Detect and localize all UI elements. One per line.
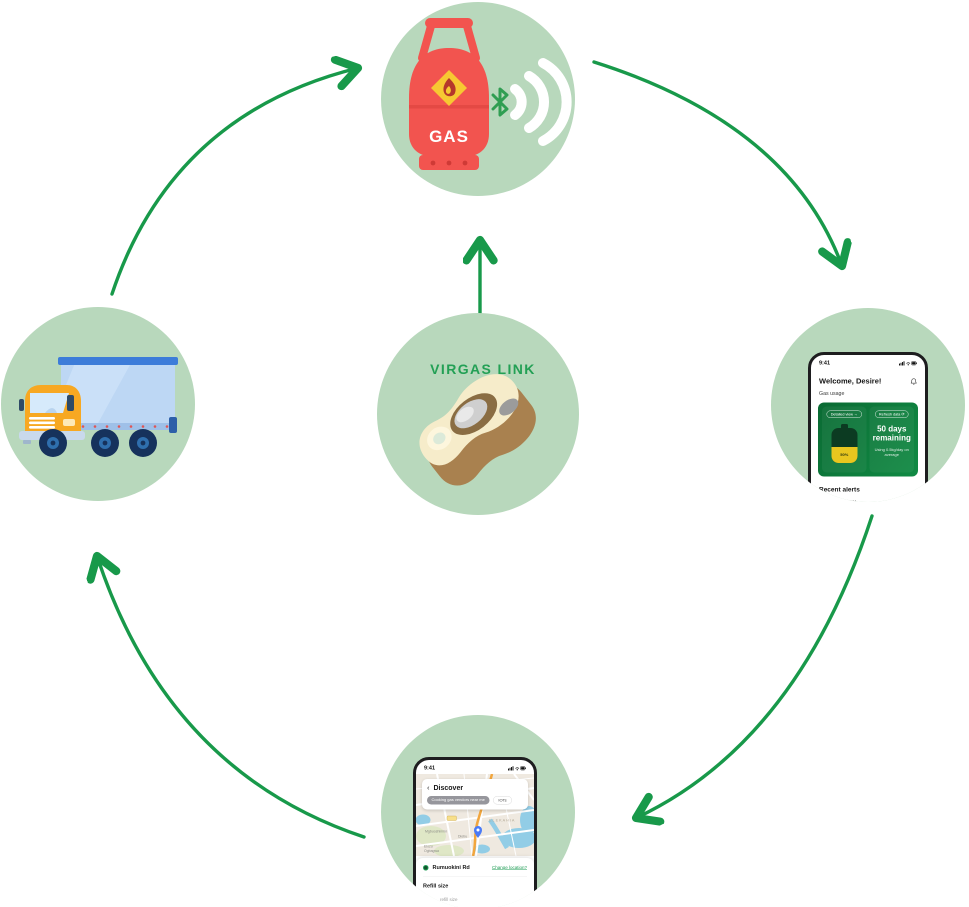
usage-level-panel: Detailed view → 50% (822, 406, 867, 473)
map-label-elozu: Elozu (424, 845, 433, 849)
map-pin-icon (474, 826, 482, 838)
status-icons (899, 361, 917, 366)
vendor-map[interactable]: Mgbuoshimini Diobu ELEKAHIA Elozu Ogbagw… (416, 773, 534, 857)
days-remaining-text: 50 days remaining (872, 425, 911, 443)
discover-title: Discover (433, 783, 464, 792)
arrow-truck-to-gas (110, 68, 358, 296)
gas-cylinder-node: GAS (381, 2, 575, 196)
iot-device-illustration (419, 374, 536, 486)
cylinder-level-icon: 50% (831, 424, 858, 463)
bell-icon[interactable] (910, 378, 918, 385)
gas-usage-label: Gas usage (819, 390, 845, 397)
location-bottom-sheet: Rumuokini Rd Change location? Refill siz… (416, 858, 534, 907)
location-name: Rumuokini Rd (432, 864, 470, 871)
refresh-data-button[interactable]: Refresh data ⟳ (874, 410, 909, 418)
truck-wheels (39, 429, 157, 457)
refill-size-heading: Refill size (423, 883, 449, 889)
location-radio-icon[interactable] (423, 864, 429, 871)
usage-days-panel: Refresh data ⟳ 50 days remaining Using 0… (869, 406, 914, 473)
detailed-view-button[interactable]: Detailed view → (826, 410, 862, 418)
bluetooth-icon (491, 87, 509, 117)
cylinder-handle (418, 22, 480, 62)
delivery-truck-node (1, 307, 195, 501)
arrow-vendor-to-truck (97, 556, 366, 839)
chip-cooking-gas-vendors[interactable]: Cooking gas vendors near me (427, 796, 490, 805)
discover-card: ‹ Discover Cooking gas vendors near me I… (422, 779, 528, 810)
back-chevron-icon[interactable]: ‹ (427, 783, 430, 792)
change-location-link[interactable]: Change location? (491, 865, 527, 870)
alert-timestamp: 10:29AM (839, 499, 857, 502)
vendor-app-node: 9:41 (381, 715, 575, 907)
road-badge (446, 815, 457, 821)
cylinder-level-percent: 50% (831, 446, 858, 463)
wireless-signal-icon (510, 58, 572, 146)
map-label-mgbuoshimini: Mgbuoshimini (425, 830, 447, 834)
gas-cylinder-illustration: GAS (409, 18, 572, 170)
virgas-link-node: VIRGAS LINK (377, 313, 579, 515)
arrow-usage-to-vendor (636, 514, 874, 818)
greeting-text: Welcome, Desire! (819, 377, 882, 386)
usage-phone-mockup: 9:41 Welcome, Desire! (808, 352, 928, 502)
status-bar: 9:41 (811, 355, 925, 366)
usage-average-text: Using 0.5kg/day on average (874, 447, 909, 458)
recent-alerts-heading: Recent alerts (819, 485, 860, 494)
delivery-truck-illustration (19, 357, 178, 457)
map-label-ogbagwa: Ogbagwa (424, 849, 439, 854)
status-bar: 9:41 (416, 760, 534, 771)
usage-app-node: 9:41 Welcome, Desire! (771, 308, 965, 502)
gas-label: GAS (429, 127, 469, 146)
divider (423, 876, 527, 877)
chip-iots[interactable]: IOTs (492, 796, 513, 805)
refill-size-partial-text: refill size (440, 897, 458, 902)
gas-usage-card: Detailed view → 50% Refresh data ⟳ 50 da… (818, 402, 918, 477)
map-label-elekahia: ELEKAHIA (489, 818, 516, 823)
status-time: 9:41 (424, 765, 436, 771)
map-label-diobu: Diobu (458, 835, 468, 839)
brand-title: VIRGAS LINK (430, 361, 536, 377)
hazard-flame-icon (431, 70, 467, 106)
arrow-gas-to-usage (592, 60, 842, 266)
status-time: 9:41 (819, 360, 831, 366)
vendor-phone-mockup: 9:41 (413, 757, 537, 907)
status-icons (508, 766, 526, 771)
